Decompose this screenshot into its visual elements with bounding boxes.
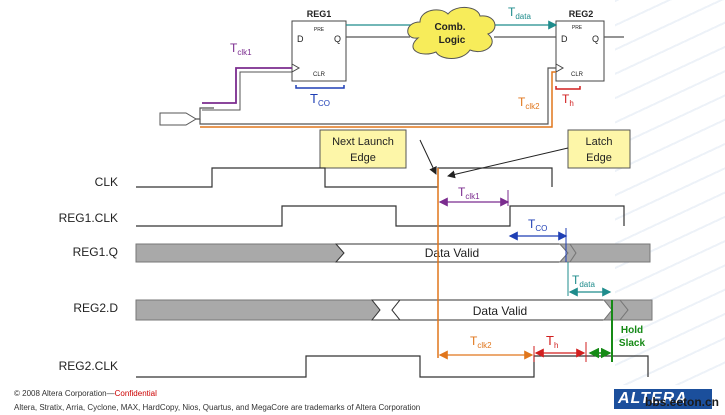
reg1-label: REG1 [307,9,332,19]
reg1-flipflop: REG1 PRE D Q CLR [291,9,347,82]
signal-name-reg1-clk: REG1.CLK [59,211,118,225]
latch-callout-line1: Latch [586,136,613,148]
comb-logic-cloud: Comb. Logic [407,7,496,59]
tclk2-circuit-label: Tclk2 [518,95,540,111]
reg1-q-data-valid: Data Valid [425,246,479,260]
reg1-clr-pin: CLR [313,72,326,78]
reg2-d-waveform: Data Valid [135,299,653,321]
clk-waveform [136,167,553,188]
reg1-q-pin: Q [334,34,341,44]
reg2-d-pin: D [561,34,568,44]
reg1-d-pin: D [297,34,304,44]
clock-tree-wire [196,107,214,120]
altera-logo: ALTERA [614,389,712,409]
launch-callout-line2: Edge [350,152,376,164]
tclk2-path [200,71,556,128]
tclk1-timing-label: Tclk1 [458,185,480,201]
cloud-line1: Comb. [434,22,465,33]
next-launch-edge-callout: Next Launch Edge [319,129,437,175]
reg2-pre-pin: PRE [572,25,583,31]
reg2-clk-waveform [136,355,649,378]
signal-name-reg1-q: REG1.Q [73,245,118,259]
th-bracket [555,86,581,90]
reg2-d-data-valid: Data Valid [473,304,527,318]
signal-name-reg2-clk: REG2.CLK [59,359,118,373]
tco-bracket [295,85,345,89]
tclk1-circuit-label: Tclk1 [230,41,252,57]
hold-slack-line1: Hold [621,325,643,336]
reg2-flipflop: REG2 PRE D Q CLR [555,9,605,82]
cloud-line2: Logic [439,35,466,46]
confidential-label: Confidential [114,389,157,398]
reg2-label: REG2 [569,9,594,19]
reg2-q-pin: Q [592,34,599,44]
tco-timing-label: TCO [528,217,547,233]
reg2-clr-pin: CLR [571,72,584,78]
reg1-q-waveform: Data Valid [135,243,651,263]
background-stripes [615,0,725,385]
launch-callout-line1: Next Launch [332,136,394,148]
th-timing-label: Th [546,333,558,350]
signal-name-clk: CLK [95,175,118,189]
latch-edge-callout: Latch Edge [447,129,631,179]
tclk2-timing-label: Tclk2 [470,334,492,350]
copyright-text: © 2008 Altera Corporation— [14,389,115,398]
site-watermark: bbs.eeton.cn [644,395,719,409]
trademark-line: Altera, Stratix, Arria, Cyclone, MAX, Ha… [14,403,421,412]
hold-slack-line2: Slack [619,338,646,349]
tdata-timing-label: Tdata [572,273,595,289]
tco-circuit-label: TCO [310,91,330,108]
reg1-pre-pin: PRE [314,27,325,33]
clock-input-pin [159,112,197,126]
clock-to-reg1-wire [202,71,292,111]
clock-to-reg2-wire [199,67,556,125]
tdata-circuit-label: Tdata [508,5,531,21]
signal-name-reg2-d: REG2.D [73,301,118,315]
tclk1-path [202,67,292,104]
th-circuit-label: Th [562,92,574,108]
latch-callout-line2: Edge [586,152,612,164]
reg1-clk-waveform [136,205,625,227]
copyright-line: © 2008 Altera Corporation—Confidential [14,389,157,398]
